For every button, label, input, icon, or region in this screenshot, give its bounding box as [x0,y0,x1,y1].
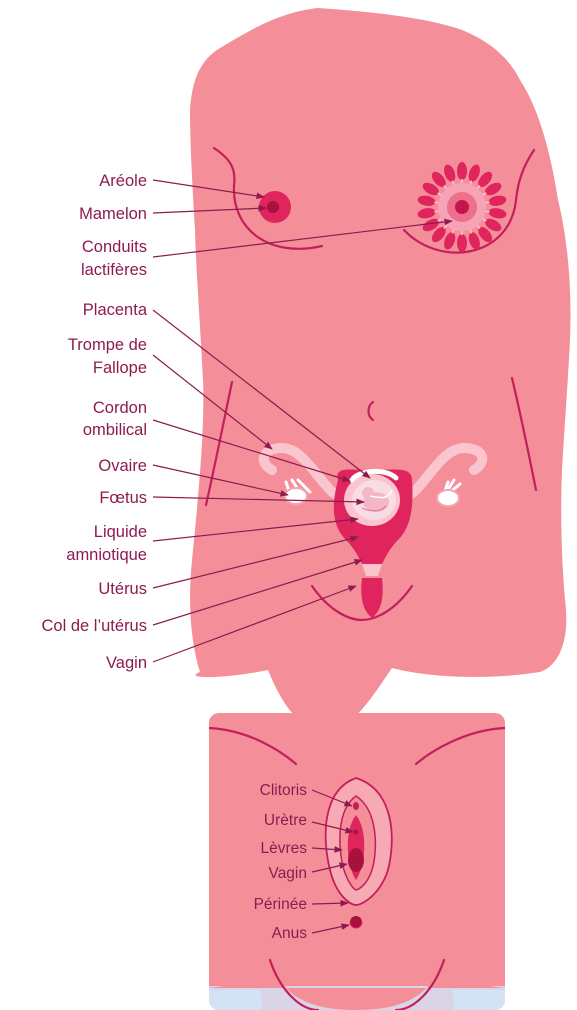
label-liquide-line1: Liquide [94,523,147,541]
label-uterus: Utérus [98,580,147,598]
label-trompe-line1: Trompe de [68,336,147,354]
clitoris [353,802,359,810]
vulva-panel: Clitoris Urètre Lèvres Vagin Périnée Anu… [209,713,505,1010]
torso-silhouette [190,8,571,730]
ovary-right [437,490,459,506]
label-vagin-vulva: Vagin [269,865,308,882]
label-liquide-line2: amniotique [66,546,147,564]
duct-lobule [457,234,467,252]
label-vagin: Vagin [106,654,147,672]
label-conduits-line1: Conduits [82,238,147,256]
torso-labels: Aréole Mamelon Conduits lactifères Place… [42,172,148,672]
label-trompe-line2: Fallope [93,359,147,377]
label-col: Col de l’utérus [42,617,147,635]
label-foetus: Fœtus [99,489,147,507]
left-nipple [267,201,279,213]
label-conduits-line2: lactifères [81,261,147,279]
urethra [354,830,358,834]
label-mamelon: Mamelon [79,205,147,223]
label-clitoris: Clitoris [260,782,308,799]
vaginal-opening [348,848,364,872]
label-levres: Lèvres [260,840,307,857]
label-areole: Aréole [99,172,147,190]
ovary-left [285,488,307,504]
label-cordon-line1: Cordon [93,399,147,417]
label-cordon-line2: ombilical [83,421,147,439]
label-ovaire: Ovaire [98,457,147,475]
label-anus: Anus [272,925,308,942]
label-uretre: Urètre [264,812,307,829]
torso-illustration [190,8,571,730]
label-placenta: Placenta [83,301,148,319]
duct-lobule [457,162,467,180]
label-perinee: Périnée [254,896,307,913]
